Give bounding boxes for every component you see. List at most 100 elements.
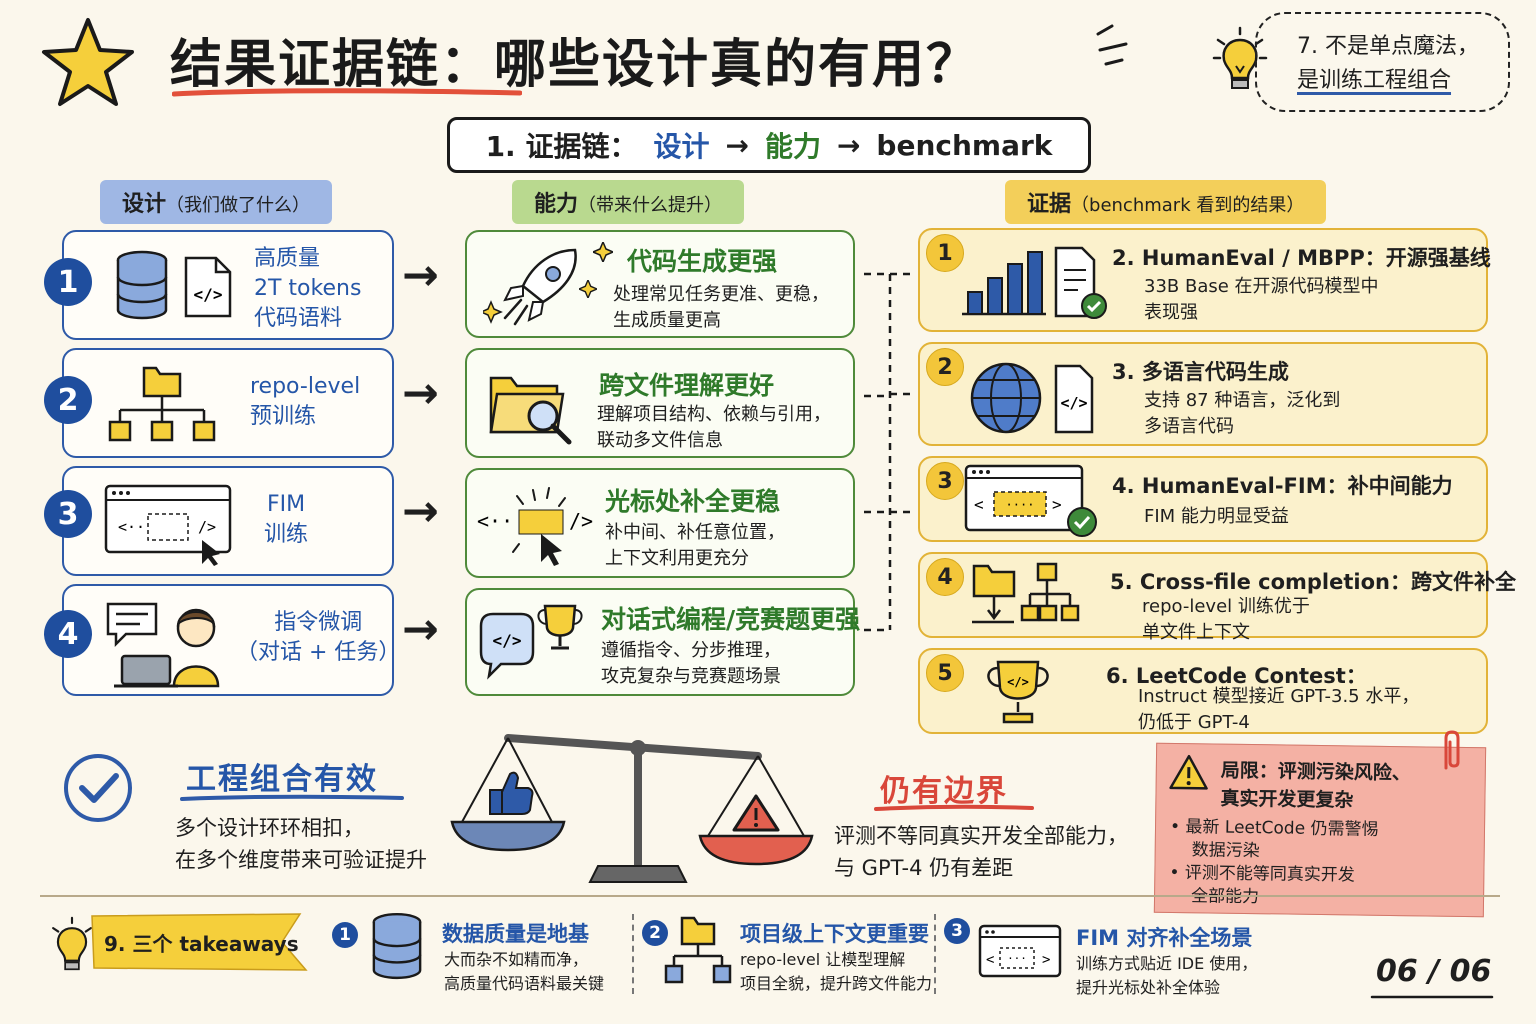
warning-icon <box>1169 754 1208 790</box>
arrow-right-icon: → <box>402 250 439 301</box>
boundary-title: 仍有边界 <box>880 774 1008 809</box>
svg-text:/>: /> <box>198 518 216 536</box>
ability-title-2: 跨文件理解更好 <box>599 371 775 400</box>
cursor-fill-icon: <·· /> <box>477 487 593 566</box>
tip-line-2: 是训练工程组合 <box>1297 68 1452 93</box>
sparkle-icon <box>579 280 597 298</box>
design-card-1: 1 </> 高质量 2T tokens 代码语料 <box>44 230 394 340</box>
evidence-desc-2: 支持 87 种语言，泛化到 多语言代码 <box>1144 390 1341 437</box>
svg-text:</>: </> <box>493 631 522 650</box>
evidence-title-1: 2. HumanEval / MBPP：开源强基线 <box>1112 246 1491 270</box>
evidence-number-badge: 5 <box>926 654 964 692</box>
evidence-desc-1: 33B Base 在开源代码模型中 表现强 <box>1144 276 1379 323</box>
design-text-4: 指令微调 （对话 + 任务） <box>236 610 401 665</box>
limits-title: 局限：评测污染风险、 真实开发更复杂 <box>1220 759 1411 812</box>
ability-title-4: 对话式编程/竞赛题更强 <box>601 605 861 634</box>
takeaway-title-2: 项目级上下文更重要 <box>740 922 929 946</box>
chain-arrow-1: → <box>725 128 749 162</box>
ability-card-2: 跨文件理解更好 理解项目结构、依赖与引用， 联动多文件信息 <box>465 348 855 458</box>
database-icon <box>372 913 422 980</box>
lightbulb-icon <box>52 916 92 971</box>
arrow-right-icon: → <box>402 486 439 537</box>
design-text-2: repo-level 预训练 <box>250 374 361 429</box>
globe-code-icon: </> <box>970 362 1094 434</box>
svg-text:/>: /> <box>569 509 593 533</box>
trophy-icon: </> <box>987 660 1049 724</box>
evidence-title-2: 3. 多语言代码生成 <box>1112 360 1289 384</box>
effective-underline <box>180 794 404 801</box>
sparkle-icon <box>593 242 613 262</box>
svg-text:</>: </> <box>194 285 223 304</box>
evidence-title-3: 4. HumanEval-FIM：补中间能力 <box>1112 474 1453 498</box>
balance-scale-icon <box>450 734 814 883</box>
chain-prefix: 1. 证据链： <box>485 130 638 163</box>
evidence-title-4: 5. Cross-file completion：跨文件补全 <box>1110 570 1516 594</box>
design-column-head: 设计（我们做了什么） <box>100 180 333 224</box>
evidence-title-5: 6. LeetCode Contest： <box>1106 664 1367 688</box>
evidence-card-4: 4 5. Cross-file completion：跨文件补全 repo-le… <box>918 552 1516 643</box>
chain-design: 设计 <box>653 130 710 163</box>
dashed-connector <box>864 272 916 632</box>
divider <box>632 914 634 994</box>
svg-text:>: > <box>1052 495 1062 514</box>
design-card-4: 4 指令微调 （对话 + 任务） <box>44 584 400 696</box>
effective-desc: 多个设计环环相扣， 在多个维度带来可验证提升 <box>175 816 427 872</box>
takeaway-desc-2: repo-level 让模型理解 项目全貌，提升跨文件能力 <box>740 950 933 993</box>
editor-icon: < ··· > <box>978 924 1062 978</box>
svg-text:<: < <box>974 495 984 514</box>
evidence-number-badge: 1 <box>926 234 964 272</box>
folder-search-icon <box>489 376 572 445</box>
takeaway-desc-3: 训练方式贴近 IDE 使用， 提升光标处补全体验 <box>1076 954 1258 997</box>
design-text-3: FIM 训练 <box>264 492 309 547</box>
evidence-number-badge: 3 <box>926 462 964 500</box>
paperclip-icon <box>1444 730 1460 770</box>
evidence-desc-5: Instruct 模型接近 GPT-3.5 水平， 仍低于 GPT-4 <box>1138 686 1420 733</box>
database-icon <box>116 250 168 320</box>
ability-desc-3: 补中间、补任意位置， 上下文利用更充分 <box>605 522 785 569</box>
title-underline <box>172 88 522 97</box>
bar-chart-doc-icon <box>962 246 1107 319</box>
ability-desc-4: 遵循指令、分步推理， 攻克复杂与竞赛题场景 <box>601 640 781 687</box>
takeaways-ribbon <box>91 913 308 971</box>
evidence-card-3: 3 < ···· > 4. HumanEval-FIM：补中间能力 FIM 能力… <box>918 456 1488 542</box>
rocket-icon <box>483 248 577 326</box>
check-circle-icon <box>64 754 132 822</box>
design-number-badge: 1 <box>44 258 92 306</box>
design-card-3: 3 <·· /> FIM 训练 <box>44 466 394 576</box>
takeaway-title-1: 数据质量是地基 <box>442 922 589 946</box>
ability-title-1: 代码生成更强 <box>627 247 778 276</box>
code-chat-trophy-icon: </> <box>479 604 583 680</box>
divider <box>40 895 1500 897</box>
svg-text:<··: <·· <box>118 518 145 536</box>
evidence-desc-3: FIM 能力明显受益 <box>1144 506 1289 527</box>
evidence-chain-box: 1. 证据链： 设计 → 能力 → benchmark <box>447 117 1091 173</box>
svg-text:<··: <·· <box>477 509 513 533</box>
ability-desc-2: 理解项目结构、依赖与引用， 联动多文件信息 <box>597 404 831 451</box>
evidence-card-5: 5 </> 6. LeetCode Contest： Instruct 模型接近… <box>918 648 1488 734</box>
takeaway-number-badge: 2 <box>642 920 668 946</box>
svg-text:>: > <box>1042 952 1050 968</box>
editor-check-icon: < ···· > <box>964 464 1097 537</box>
ability-column-head: 能力（带来什么提升） <box>512 180 745 224</box>
boundary-desc: 评测不等同真实开发全部能力， 与 GPT-4 仍有差距 <box>834 824 1128 880</box>
star-icon <box>42 18 134 106</box>
design-card-2: 2 repo-level 预训练 <box>44 348 394 458</box>
evidence-desc-4: repo-level 训练优于 单文件上下文 <box>1142 596 1310 643</box>
takeaways-label: 9. 三个 takeaways <box>104 932 299 956</box>
svg-text:····: ···· <box>1006 498 1035 512</box>
design-text-1: 高质量 2T tokens 代码语料 <box>254 246 362 331</box>
ability-card-3: <·· /> 光标处补全更稳 补中间、补任意位置， 上下文利用更充分 <box>465 468 855 578</box>
evidence-card-2: 2 </> 3. 多语言代码生成 支持 87 种语言，泛化到 多语言代码 <box>918 342 1488 446</box>
evidence-number-badge: 2 <box>926 348 964 386</box>
folder-tree-icon <box>664 916 732 984</box>
effective-title: 工程组合有效 <box>186 762 378 797</box>
ability-card-4: </> 对话式编程/竞赛题更强 遵循指令、分步推理， 攻克复杂与竞赛题场景 <box>465 588 860 696</box>
page-title: 结果证据链：哪些设计真的有用？ <box>170 35 981 95</box>
limits-note: 局限：评测污染风险、 真实开发更复杂 • 最新 LeetCode 仍需警惕 数据… <box>1153 742 1487 918</box>
evidence-column-head: 证据（benchmark 看到的结果） <box>1005 180 1327 224</box>
takeaway-desc-1: 大而杂不如精而净， 高质量代码语料最关键 <box>444 950 605 993</box>
design-number-badge: 4 <box>44 610 92 658</box>
svg-text:···: ··· <box>1007 952 1027 965</box>
chain-arrow-2: → <box>836 128 861 162</box>
spark-marks <box>1096 24 1128 66</box>
